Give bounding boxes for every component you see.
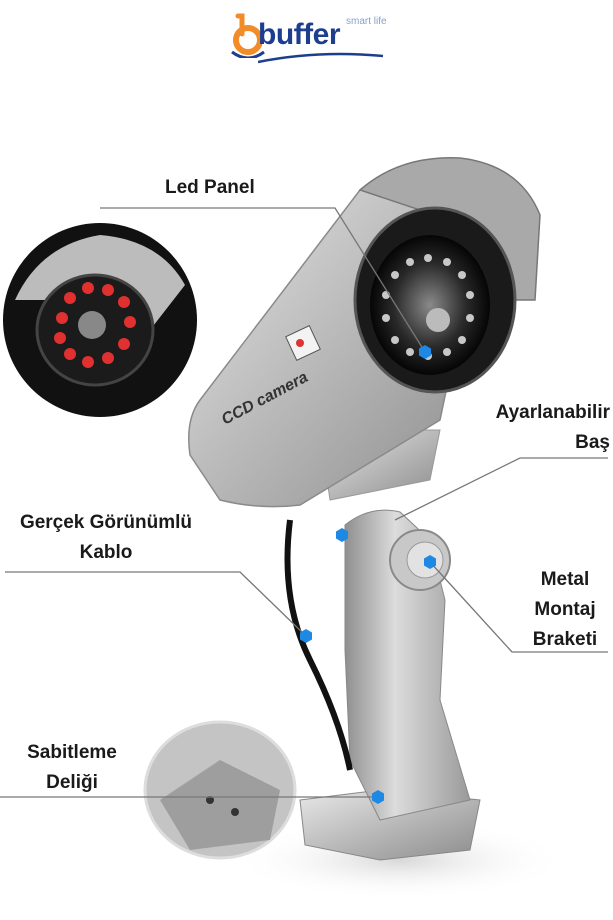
logo-swoosh-icon xyxy=(258,52,384,64)
label-led-panel: Led Panel xyxy=(165,177,255,198)
label-mount-hole: Sabitleme Deliği xyxy=(27,742,117,793)
marker-adjustable-head xyxy=(336,528,348,542)
leader-lines xyxy=(0,207,608,798)
brand-tagline: smart life xyxy=(346,16,387,27)
marker-hole xyxy=(372,790,384,804)
zoom-led-dots xyxy=(54,282,136,368)
marker-bracket xyxy=(424,555,436,569)
marker-cable xyxy=(300,629,312,643)
brand-logo: buffer smart life xyxy=(228,8,388,68)
label-metal-bracket: Metal Montaj Braketi xyxy=(532,569,598,650)
label-real-cable: Gerçek Görünümlü Kablo xyxy=(19,512,193,563)
label-adjustable-head: Ayarlanabilir Baş xyxy=(495,402,610,453)
bracket-arm xyxy=(344,509,471,821)
logo-mark-icon xyxy=(231,13,265,58)
cable xyxy=(284,519,353,771)
marker-dots xyxy=(300,345,436,804)
marker-led-panel xyxy=(419,345,431,359)
brand-name: buffer xyxy=(258,18,341,51)
